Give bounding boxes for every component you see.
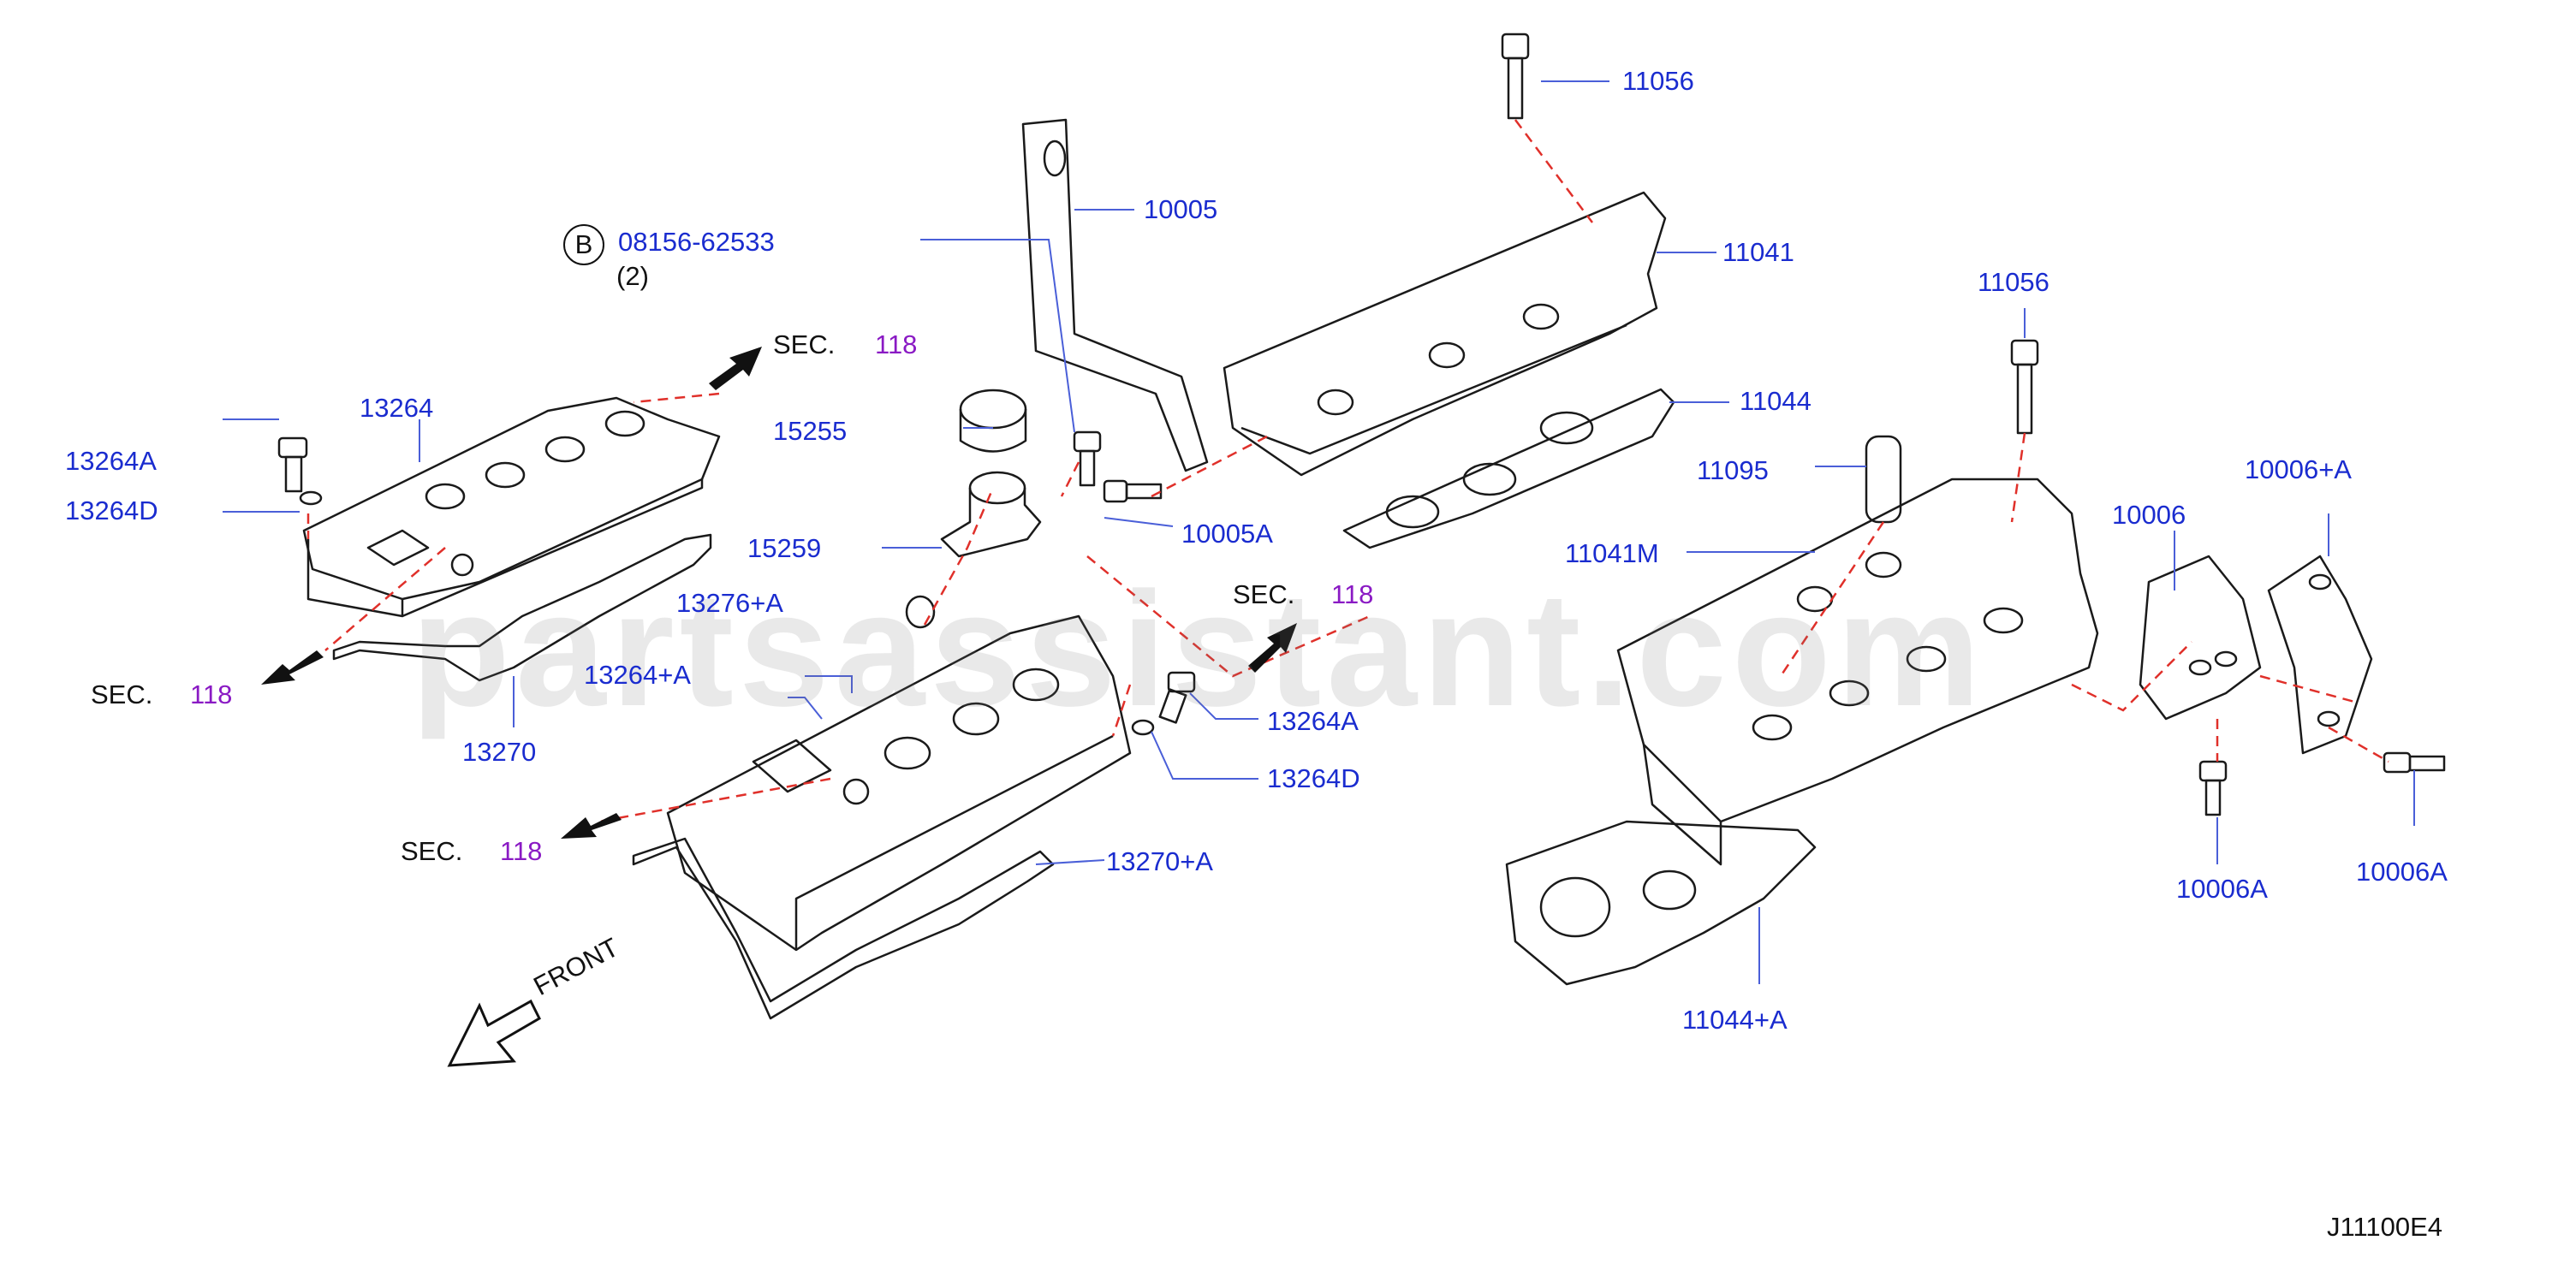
bolt-10006A-right [2383,751,2446,774]
bolt-11056-mid [2010,339,2039,435]
oil-cap-15255 [959,389,1027,453]
plug-13276A [905,595,936,629]
gasket-13270 [332,533,712,682]
label-11056-mid[interactable]: 11056 [1978,267,2049,297]
bolt-13264A-left [277,436,323,506]
gasket-13270A [632,837,1055,1020]
bolt-11056-top [1501,33,1530,120]
label-10006-plus-A[interactable]: 10006+A [2245,454,2352,484]
label-11056-top[interactable]: 11056 [1622,66,1694,96]
figure-code: J11100E4 [2327,1212,2443,1242]
label-10006A-right[interactable]: 10006A [2356,857,2448,887]
head-gasket-11044 [1342,388,1675,549]
label-08156-qty: (2) [616,261,649,291]
label-10006A-left[interactable]: 10006A [2176,874,2268,904]
rocker-cover-left [302,396,721,618]
label-13264-plus-A[interactable]: 13264+A [584,660,691,690]
label-11041[interactable]: 11041 [1722,237,1794,267]
label-13276-plus-A[interactable]: 13276+A [676,588,783,618]
label-13264D-left[interactable]: 13264D [65,496,158,525]
filler-neck-15259 [940,471,1042,558]
label-11041M[interactable]: 11041M [1565,538,1659,568]
dashed-leaders [306,119,2389,823]
sec-ref-2-number[interactable]: 118 [190,680,233,709]
sec-ref-2-text: SEC. [91,680,153,709]
label-10005A[interactable]: 10005A [1181,519,1273,549]
label-13270-plus-A[interactable]: 13270+A [1106,846,1213,876]
rocker-cover-right [666,614,1132,952]
label-13270[interactable]: 13270 [462,737,537,767]
bolt-10005A [1073,430,1163,503]
sec-ref-4-number[interactable]: 118 [500,836,543,866]
label-15255[interactable]: 15255 [773,416,848,446]
label-13264[interactable]: 13264 [360,393,434,423]
label-13264D-right[interactable]: 13264D [1267,763,1360,793]
sec-ref-4-text: SEC. [401,836,463,866]
bolt-10006A-left [2198,760,2228,816]
label-13264A-left[interactable]: 13264A [65,446,157,476]
label-15259[interactable]: 15259 [747,533,822,563]
sec-ref-1-text: SEC. [773,329,836,359]
bracket-10006 [2139,555,2262,721]
sec-arrows [261,347,1297,839]
sec-ref-3-text: SEC. [1233,579,1295,609]
bolt-13264A-right [1131,671,1196,736]
sec-arrow-3 [1248,623,1297,673]
label-11095[interactable]: 11095 [1697,455,1769,485]
front-arrow-icon [447,999,541,1067]
head-gasket-11044A [1505,820,1817,986]
sec-arrow-1 [709,347,762,390]
bracket-10006A [2267,555,2373,755]
label-13264A-right[interactable]: 13264A [1267,706,1359,736]
label-11044[interactable]: 11044 [1740,386,1812,416]
bracket-10005 [1021,118,1209,472]
label-11044-plus-A[interactable]: 11044+A [1682,1005,1788,1035]
sec-arrow-2 [261,650,324,685]
label-10006[interactable]: 10006 [2112,500,2186,530]
sec-arrow-4 [561,813,622,839]
label-10005[interactable]: 10005 [1144,194,1218,224]
watermark: partsassistant.com [411,559,1986,740]
cylinder-head-11041 [1223,191,1667,477]
label-08156-62533[interactable]: 08156-62533 [618,227,775,257]
sec-ref-1-number[interactable]: 118 [875,329,918,359]
label-leaders [223,80,2415,984]
callout-b-symbol: B [563,224,604,265]
sec-ref-3-number[interactable]: 118 [1331,579,1374,609]
